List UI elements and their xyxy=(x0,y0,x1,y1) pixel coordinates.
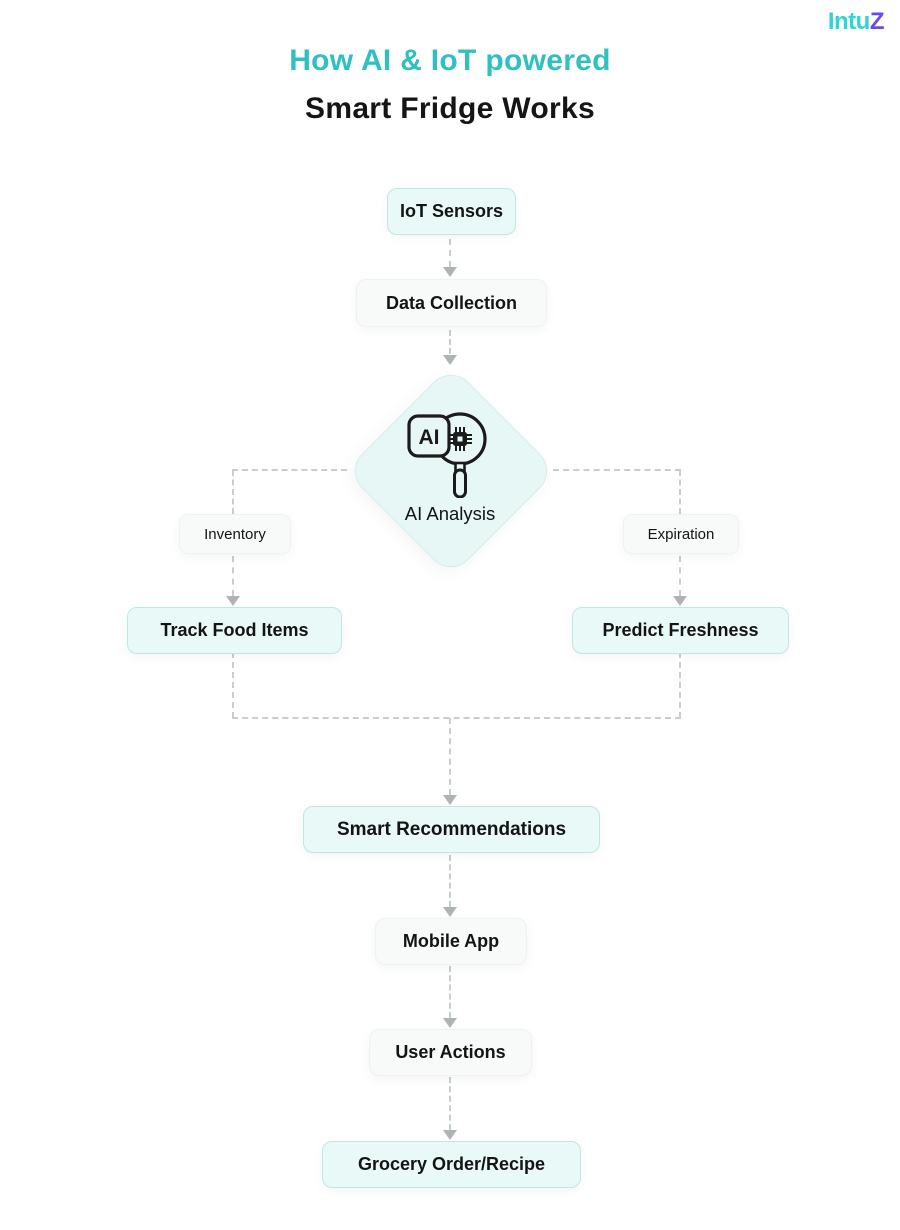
node-smart-recommendations: Smart Recommendations xyxy=(303,806,600,853)
intuz-logo: IntuZ xyxy=(827,8,885,36)
connector-iot-to-data xyxy=(449,239,451,267)
node-grocery-order-recipe: Grocery Order/Recipe xyxy=(322,1141,581,1188)
connector-smartrec-to-mobile xyxy=(449,855,451,907)
connector-diamond-right xyxy=(553,469,681,471)
connector-diamond-left xyxy=(232,469,347,471)
arrowhead-icon xyxy=(673,596,687,606)
node-mobile-app: Mobile App xyxy=(375,918,527,965)
connector-right-branch-upper xyxy=(679,470,681,514)
connector-merge-to-smartrec xyxy=(449,718,451,795)
connector-left-branch-upper xyxy=(232,470,234,514)
node-predict-freshness: Predict Freshness xyxy=(572,607,789,654)
page-title-line1: How AI & IoT powered xyxy=(289,44,611,77)
connector-left-branch-lower xyxy=(232,652,234,718)
node-iot-sensors: IoT Sensors xyxy=(387,188,516,235)
arrowhead-icon xyxy=(443,795,457,805)
arrowhead-icon xyxy=(226,596,240,606)
node-ai-analysis-label: AI Analysis xyxy=(404,503,496,524)
logo-text-main: Intu xyxy=(827,8,870,35)
arrowhead-icon xyxy=(443,1130,457,1140)
connector-expiration-to-predict xyxy=(679,556,681,596)
connector-actions-to-grocery xyxy=(449,1077,451,1130)
node-user-actions: User Actions xyxy=(369,1029,532,1076)
ai-badge-text: AI xyxy=(419,426,440,449)
node-expiration-label: Expiration xyxy=(623,514,739,554)
connector-inventory-to-track xyxy=(232,556,234,596)
connector-data-to-diamond xyxy=(449,330,451,354)
connector-merge-horizontal xyxy=(232,717,681,719)
node-inventory-label: Inventory xyxy=(179,514,291,554)
node-track-food-items: Track Food Items xyxy=(127,607,342,654)
node-data-collection: Data Collection xyxy=(356,279,547,327)
arrowhead-icon xyxy=(443,267,457,277)
arrowhead-icon xyxy=(443,1018,457,1028)
arrowhead-icon xyxy=(443,355,457,365)
ai-magnifier-icon: AI xyxy=(407,412,487,498)
connector-right-branch-lower xyxy=(679,652,681,718)
arrowhead-icon xyxy=(443,907,457,917)
connector-mobile-to-actions xyxy=(449,966,451,1018)
page-title-line2: Smart Fridge Works xyxy=(305,92,595,125)
logo-text-accent: Z xyxy=(869,8,885,35)
